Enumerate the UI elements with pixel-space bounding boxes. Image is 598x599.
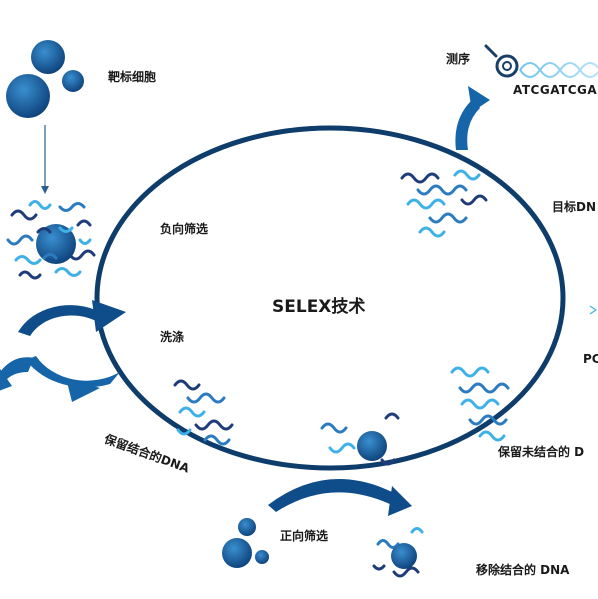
incubation-cell (36, 224, 76, 264)
target-cell-label: 靶标细胞 (108, 70, 157, 84)
wash-label: 洗涤 (160, 330, 185, 344)
dna-helix-icon (519, 62, 598, 78)
positive-selection-cells (222, 518, 269, 568)
bottom-cell-with-dna (320, 412, 400, 466)
positive-selection-arrow (268, 479, 412, 516)
wash-cycle-arrows (0, 300, 126, 402)
sequence-text: ATCGATCGA (513, 83, 598, 97)
sequencing-arrow (455, 86, 490, 150)
magnifier-icon (484, 44, 519, 78)
remove-bound-dna-label: 移除结合的 DNA (476, 563, 570, 577)
target-dna-strands (400, 169, 488, 238)
diagram-title: SELEX技术 (272, 297, 366, 317)
selex-cycle-ring (94, 125, 566, 471)
cell-surface-aptamers (36, 226, 74, 260)
target-dna-label: 目标DN (552, 200, 597, 214)
cell-with-dna-pool (6, 200, 96, 280)
unbound-dna-strands (450, 366, 510, 442)
retained-bound-dna-strands (173, 379, 234, 446)
retain-unbound-dna-label: 保留未结合的 D (498, 445, 585, 459)
sequencing-label: 测序 (446, 52, 471, 66)
pcr-label: PC (583, 352, 598, 366)
cells-to-incubation-arrow (41, 125, 49, 194)
removed-bound-dna-cell (372, 527, 424, 578)
pcr-arrow-fragment (589, 305, 598, 315)
target-cells (6, 40, 84, 118)
positive-selection-label: 正向筛选 (280, 529, 329, 543)
negative-selection-label: 负向筛选 (160, 222, 209, 236)
